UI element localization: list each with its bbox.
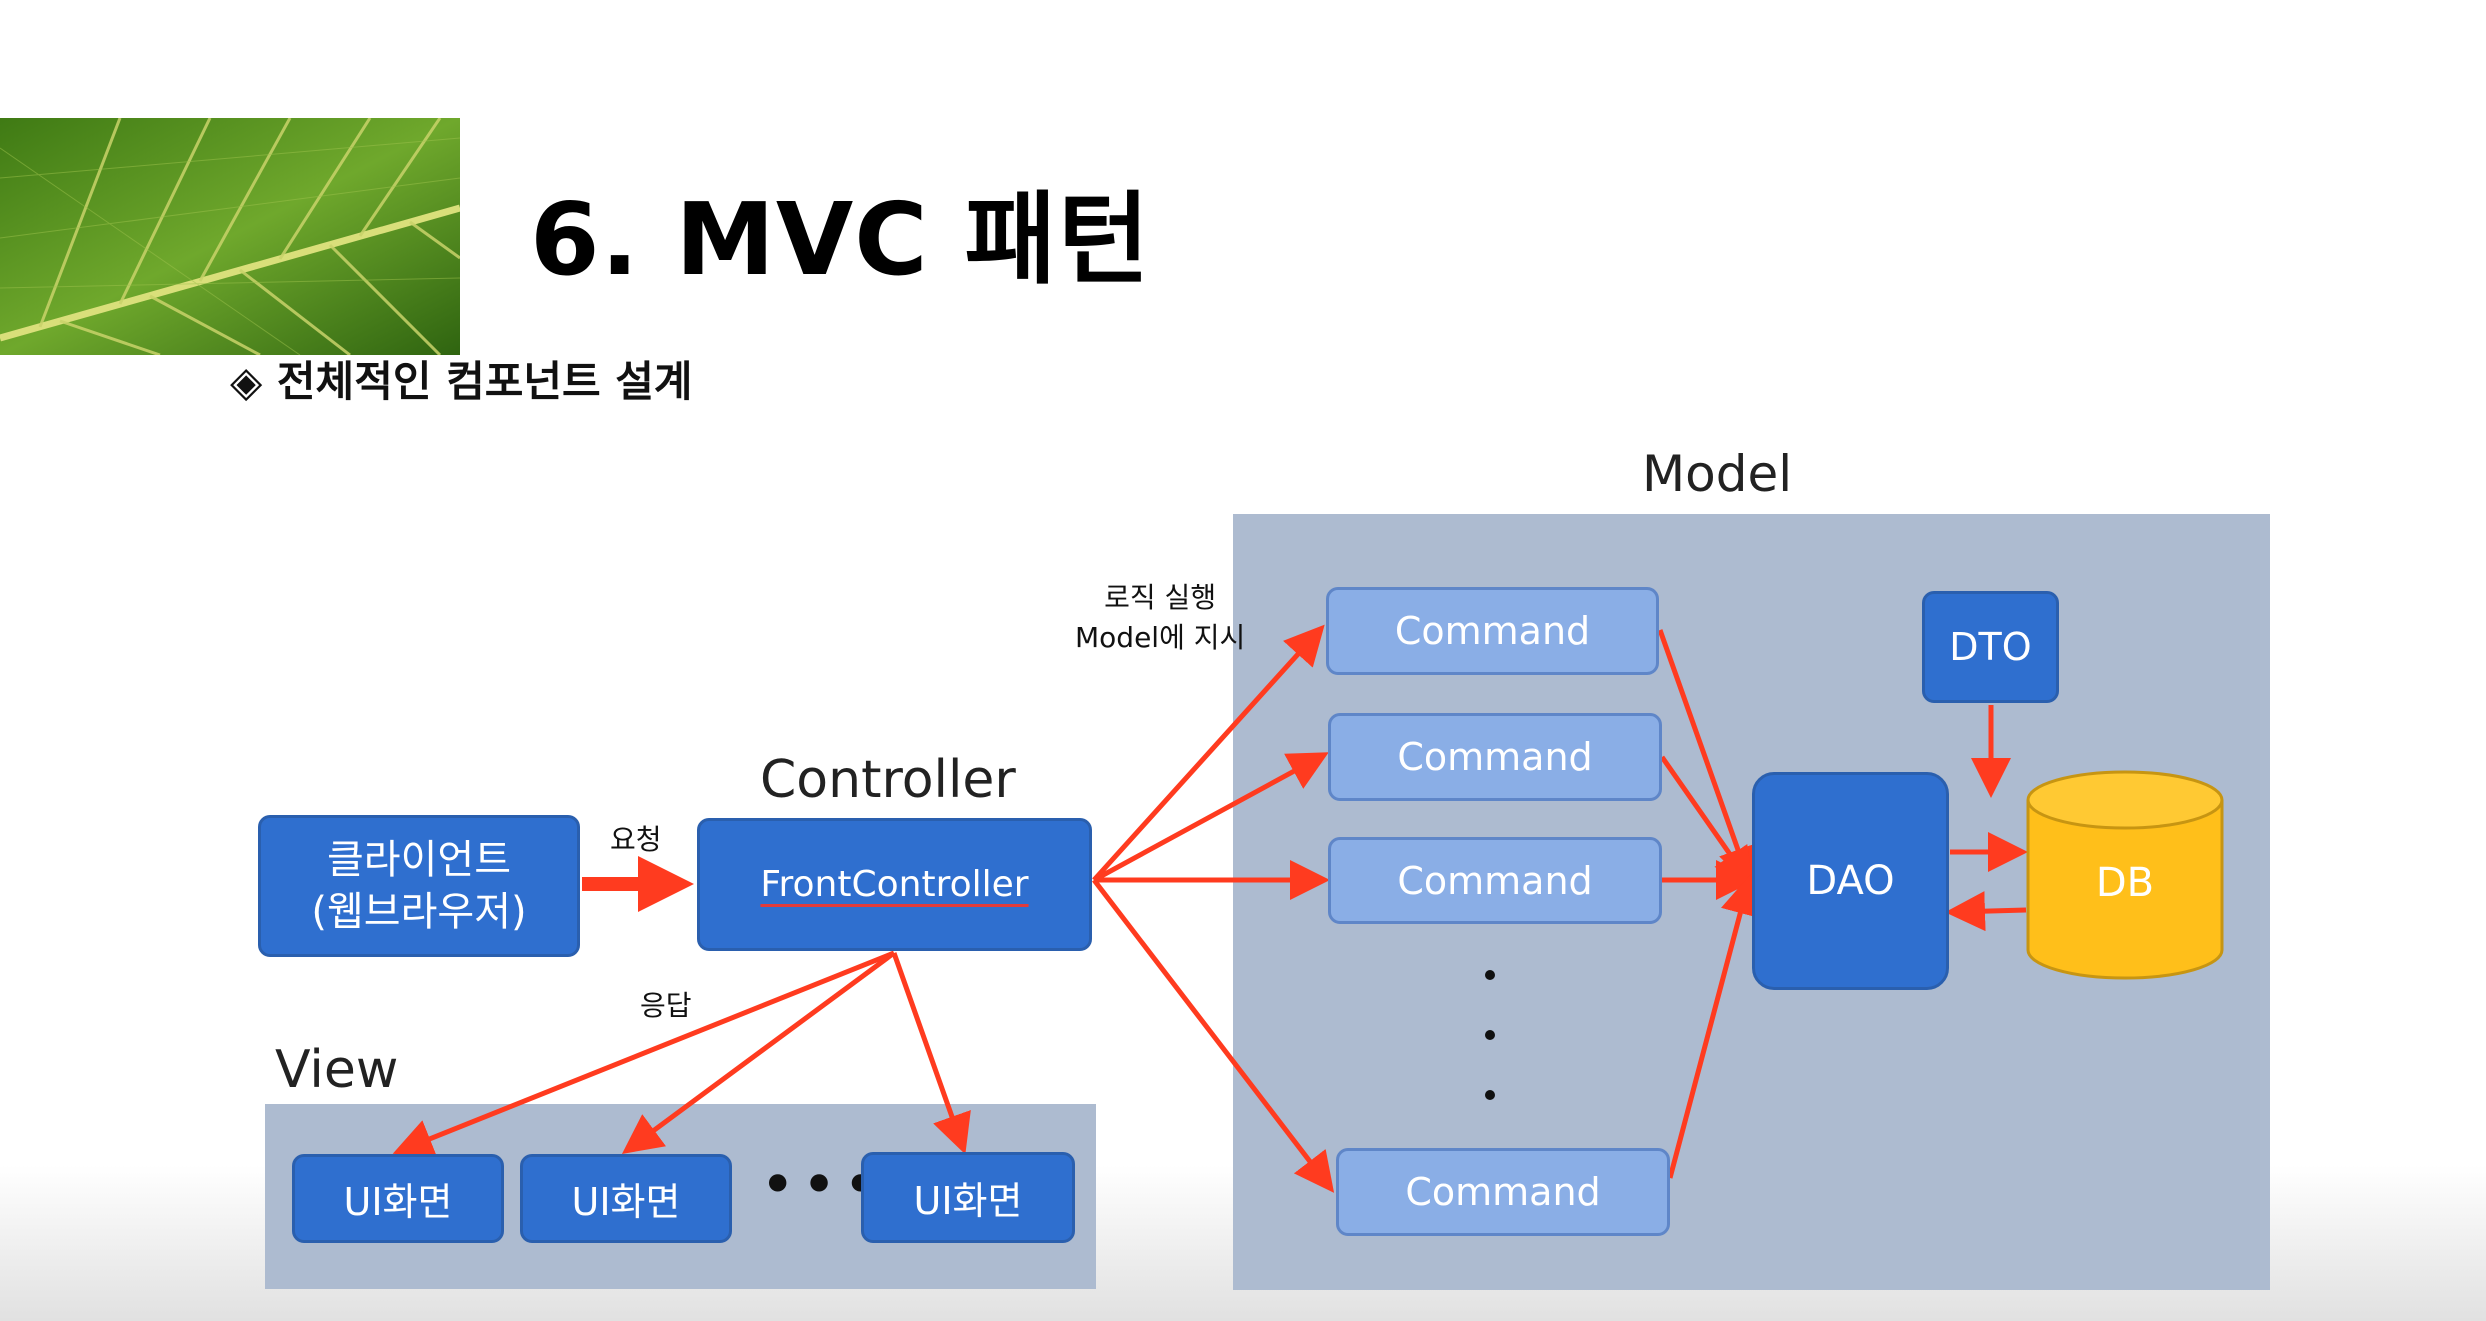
command-dao-arrow-4 xyxy=(1667,874,1760,1179)
response-label: 응답 xyxy=(640,989,692,1022)
request-label: 요청 xyxy=(610,823,662,856)
logic-instruction-label: 로직 실행 Model에 지시 xyxy=(1075,578,1245,658)
model-label: Model xyxy=(1642,445,1793,503)
db-dao-arrow xyxy=(1945,891,2027,932)
slide-title: 6. MVC 패턴 xyxy=(530,181,1151,298)
ellipsis-dot xyxy=(1485,970,1495,980)
command-dao-arrow-1 xyxy=(1657,629,1757,888)
controller-label: Controller xyxy=(760,750,1016,810)
horizontal-ellipsis: ••• xyxy=(760,1150,885,1220)
leaf-image xyxy=(0,117,461,357)
dao-box: DAO xyxy=(1752,772,1949,990)
command-box: Command xyxy=(1328,713,1662,801)
client-box: 클라이언트 (웹브라우저) xyxy=(258,815,580,957)
response-arrow-1 xyxy=(392,950,895,1158)
response-arrow-3 xyxy=(891,952,971,1155)
logic-line-1: 로직 실행 xyxy=(1104,581,1217,614)
db-cylinder xyxy=(2026,770,2224,980)
view-label: View xyxy=(275,1040,399,1100)
ui-screen-box: UI화면 xyxy=(520,1154,732,1243)
ellipsis-dot xyxy=(1485,1090,1495,1100)
slide-subtitle: ◈ 전체적인 컴포넌트 설계 xyxy=(230,357,693,406)
dto-box: DTO xyxy=(1922,591,2059,703)
ui-screen-box: UI화면 xyxy=(292,1154,504,1243)
front-controller-label: FrontController xyxy=(760,864,1029,905)
command-dao-arrow-2 xyxy=(1659,755,1754,889)
command-box: Command xyxy=(1326,587,1659,675)
db-label: DB xyxy=(2095,860,2155,906)
response-arrow-2 xyxy=(621,950,896,1154)
logic-line-2: Model에 지시 xyxy=(1075,621,1246,654)
logic-arrow-1 xyxy=(1092,624,1325,882)
leaf-icon xyxy=(0,117,461,357)
logic-arrow-4 xyxy=(1092,878,1335,1193)
ui-screen-box: UI화면 xyxy=(861,1152,1075,1243)
logic-arrow-2 xyxy=(1092,752,1329,883)
client-line-2: (웹브라우저) xyxy=(311,889,527,935)
client-line-1: 클라이언트 xyxy=(327,837,511,883)
command-box: Command xyxy=(1328,837,1662,924)
command-box: Command xyxy=(1336,1148,1670,1236)
ellipsis-dot xyxy=(1485,1030,1495,1040)
front-controller-box: FrontController xyxy=(697,818,1092,951)
